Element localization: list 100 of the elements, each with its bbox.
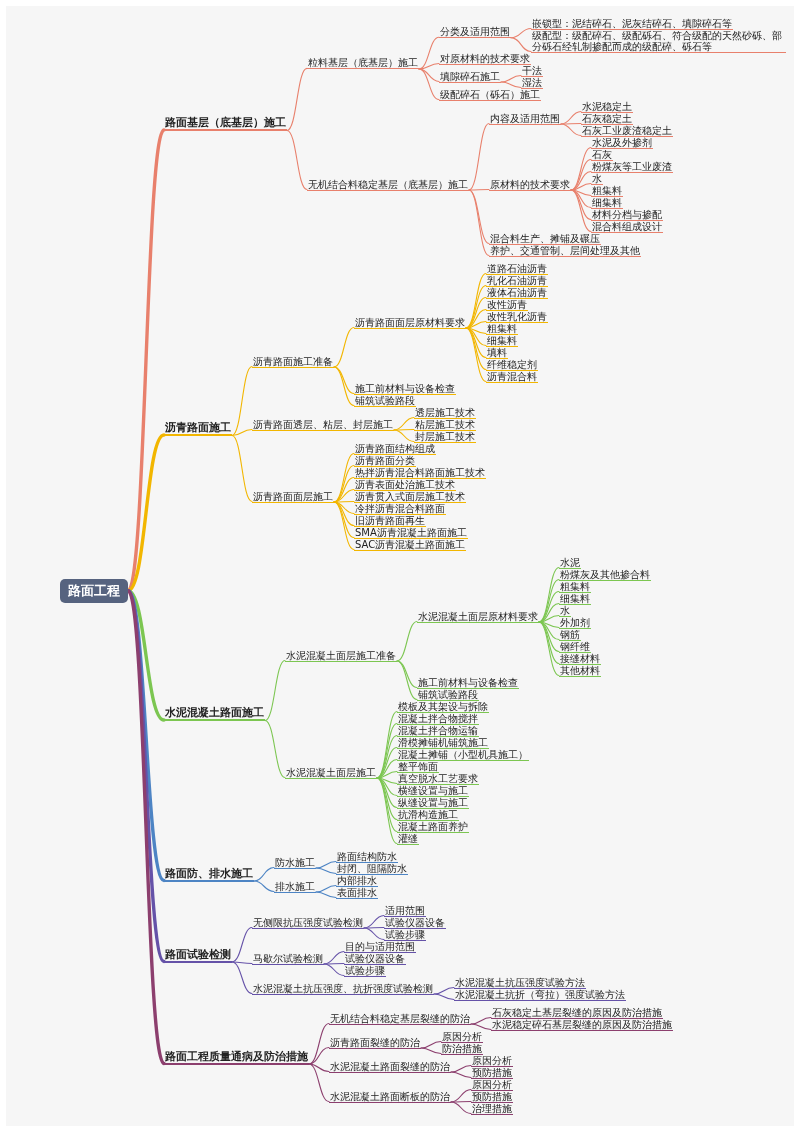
leaf-topic-label: 试验仪器设备 (344, 952, 406, 965)
leaf-topic-label: 横缝设置与施工 (397, 784, 469, 797)
leaf-topic-label: 沥青路面结构组成 (354, 442, 436, 455)
branch-line (465, 320, 487, 329)
branch-line (468, 189, 490, 245)
leaf-topic-label: 试验步骤 (344, 964, 386, 977)
subtopic-label: 内容及适用范围 (489, 112, 561, 125)
central-topic: 路面工程 (60, 578, 128, 603)
branch-line (418, 36, 440, 70)
branch-line (126, 589, 166, 722)
subtopic-label: 排水施工 (274, 880, 316, 893)
subtopic-label: 水泥混凝土路面断板的防治 (329, 1090, 451, 1103)
leaf-topic-label: 养护、交通管制、层间处理及其他 (489, 244, 641, 257)
leaf-topic-label: 原因分析 (471, 1054, 513, 1067)
leaf-topic-label: 原因分析 (441, 1030, 483, 1043)
branch-line (538, 590, 560, 623)
leaf-topic-label: 冷拌沥青混合料路面 (354, 502, 446, 515)
branch-line (363, 926, 385, 929)
branch-line (264, 719, 286, 779)
leaf-topic-label: 热拌沥青混合料路面施工技术 (354, 466, 486, 479)
branch-line (450, 1071, 472, 1079)
branch-line (465, 327, 487, 371)
leaf-topic-label: 道路石油沥青 (486, 262, 548, 275)
branch-line (393, 428, 415, 431)
subtopic-label: 无机结合料稳定基层裂缝的防治 (329, 1012, 471, 1025)
leaf-topic-label: 试验仪器设备 (384, 916, 446, 929)
leaf-topic-label: 石灰稳定土基层裂缝的原因及防治措施 (491, 1006, 663, 1019)
branch-line (433, 986, 455, 995)
leaf-topic-label: 水泥稳定碎石基层裂缝的原因及防治措施 (491, 1018, 673, 1031)
leaf-topic-label: 水泥及外掺剂 (591, 136, 653, 149)
leaf-topic-label: 细集料 (559, 592, 591, 605)
leaf-topic-label: 石灰 (591, 148, 613, 161)
leaf-topic-label: 封闭、阻隔防水 (336, 862, 408, 875)
main-topic: 路面防、排水施工 (164, 867, 254, 882)
branch-line (510, 27, 532, 39)
leaf-topic-label: 沥青路面分类 (354, 454, 416, 467)
leaf-topic-label: 旧沥青路面再生 (354, 514, 426, 527)
leaf-topic-label: 对原材料的技术要求 (439, 52, 531, 65)
subtopic-label: 沥青路面裂缝的防治 (329, 1036, 421, 1049)
subtopic-label: 防水施工 (274, 856, 316, 869)
branch-line (231, 434, 253, 503)
main-topic: 沥青路面施工 (164, 422, 232, 436)
leaf-topic-label: 粗集料 (591, 184, 623, 197)
leaf-topic-label: 施工前材料与设备检查 (417, 676, 519, 689)
leaf-topic-label: 铺筑试验路段 (417, 688, 479, 701)
branch-line (396, 660, 418, 701)
leaf-topic-label: 粉煤灰及其他掺合料 (559, 568, 651, 581)
leaf-topic-label: 内部排水 (336, 874, 378, 887)
branch-line (286, 129, 308, 191)
leaf-topic-label: 干法 (521, 64, 543, 77)
leaf-topic-label: 混凝土拌合物运输 (397, 724, 479, 737)
main-topic: 路面工程质量通病及防治措施 (164, 1050, 309, 1065)
leaf-topic-label: 混凝土路面养护 (397, 820, 469, 833)
leaf-topic-label: 试验步骤 (384, 928, 426, 941)
branch-line (450, 1100, 472, 1103)
branch-line (333, 326, 355, 368)
leaf-topic-label: 滑模摊铺机铺筑施工 (397, 736, 489, 749)
branch-line (468, 122, 490, 191)
branch-line (376, 777, 398, 821)
leaf-topic-label: 防治措施 (441, 1042, 483, 1055)
branch-line (376, 746, 398, 779)
leaf-topic-label: 材料分档与掺配 (591, 208, 663, 221)
branch-line (393, 429, 415, 443)
subtopic-label: 水泥混凝土面层原材料要求 (417, 610, 539, 623)
branch-line (333, 366, 355, 407)
branch-line (418, 62, 440, 70)
leaf-topic-label: 改性沥青 (486, 298, 528, 311)
leaf-topic-label: 水 (559, 604, 571, 617)
leaf-topic-label: 混合料组成设计 (591, 220, 663, 233)
branch-line (253, 866, 275, 882)
leaf-topic-label: 水泥稳定土 (581, 100, 633, 113)
leaf-topic-label: 钢纤维 (559, 640, 591, 653)
leaf-topic-label: 混凝土拌合物搅拌 (397, 712, 479, 725)
leaf-topic-label: 路面结构防水 (336, 850, 398, 863)
leaf-topic-label: 乳化石油沥青 (486, 274, 548, 287)
branch-line (376, 710, 398, 779)
branch-line (570, 158, 592, 191)
leaf-topic-label: 其他材料 (559, 664, 601, 677)
branch-line (231, 365, 253, 437)
subtopic-label: 沥青路面透层、粘层、封层施工 (252, 418, 394, 431)
leaf-topic-label: 粗集料 (486, 322, 518, 335)
leaf-topic-label: 水 (591, 172, 603, 185)
leaf-topic-label: 预防措施 (471, 1066, 513, 1079)
subtopic-label: 水泥混凝土抗压强度、抗折强度试验检测 (252, 982, 434, 995)
branch-line (433, 993, 455, 1001)
main-topic: 路面试验检测 (164, 948, 232, 963)
leaf-topic-label: 填料 (486, 346, 508, 359)
branch-line (570, 189, 592, 233)
subtopic-label: 无机结合料稳定基层（底基层）施工 (307, 178, 469, 191)
subtopic-label: 填隙碎石施工 (439, 70, 501, 83)
branch-line (231, 961, 253, 995)
leaf-topic-label: 石灰稳定土 (581, 112, 633, 125)
subtopic-label: 水泥混凝土面层施工 (285, 766, 377, 779)
leaf-topic-label: SMA沥青混凝土路面施工 (354, 526, 468, 539)
leaf-topic-label: 施工前材料与设备检查 (354, 382, 456, 395)
branch-line (253, 880, 275, 893)
leaf-topic-label: 水泥混凝土抗折（弯拉）强度试验方法 (454, 988, 626, 1001)
branch-line (308, 1022, 330, 1065)
branch-line (315, 891, 337, 899)
branch-line (308, 1063, 330, 1073)
